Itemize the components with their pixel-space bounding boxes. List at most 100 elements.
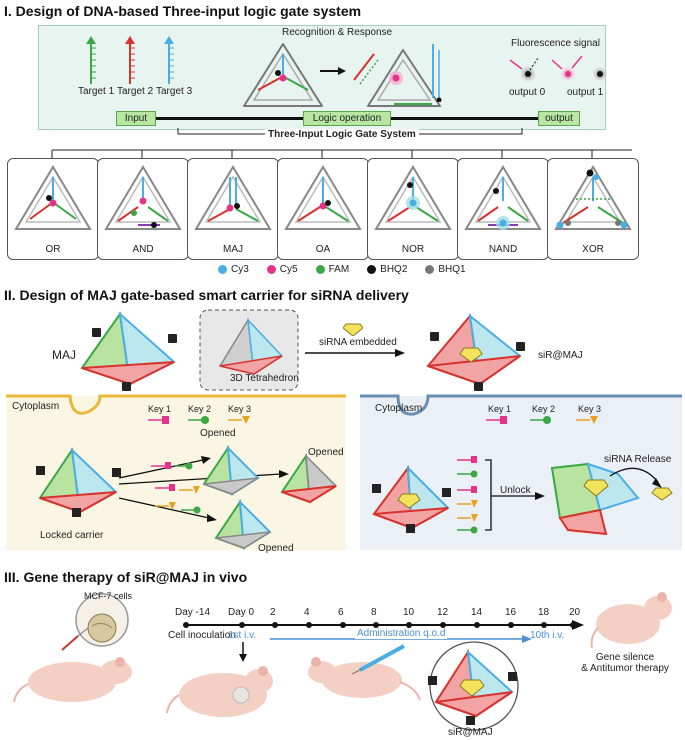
maj-label: MAJ — [52, 348, 76, 362]
day-minus14-label: Day -14 — [175, 607, 211, 618]
legend-cy5: Cy5 — [266, 264, 298, 275]
day-2: 2 — [270, 607, 276, 618]
fluorophore-legend: Cy3 Cy5 FAM BHQ2 BHQ1 — [218, 264, 466, 275]
sirmaj-bottom-label: siR@MAJ — [448, 727, 493, 738]
tetrahedron-zoom — [199, 309, 299, 391]
day-6: 6 — [338, 607, 344, 618]
released-carrier — [550, 462, 673, 536]
left-key1-label: Key 1 — [148, 404, 172, 414]
recognition-label: Recognition & Response — [282, 27, 393, 38]
right-key-icons — [486, 416, 598, 424]
embed-arrow — [305, 349, 405, 357]
day-20: 20 — [569, 607, 581, 618]
section1-title: I. Design of DNA-based Three-input logic… — [4, 3, 362, 19]
gate-oa: OA — [277, 158, 369, 260]
day-8: 8 — [371, 607, 377, 618]
opened-label-3: Opened — [258, 543, 294, 554]
output0-label: output 0 — [509, 87, 546, 98]
locked-carrier — [36, 447, 121, 517]
sirmaj-label: siR@MAJ — [538, 350, 583, 361]
gate-xor-label: XOR — [582, 244, 604, 255]
gate-nor: NOR — [367, 158, 459, 260]
legend-bhq2: BHQ2 — [367, 264, 407, 275]
opened-carrier-2 — [280, 453, 338, 504]
gate-and: AND — [97, 158, 189, 260]
tenth-iv-label: 10th i.v. — [530, 630, 565, 641]
target-1-label: Target 1 — [78, 86, 115, 97]
gate-nand: NAND — [457, 158, 549, 260]
target-strands — [86, 36, 174, 84]
legend-bhq1: BHQ1 — [425, 264, 466, 275]
section3-title: III. Gene therapy of siR@MAJ in vivo — [4, 569, 248, 585]
cytoplasm-right-label: Cytoplasm — [375, 403, 423, 414]
sirmaj-zoom — [428, 641, 519, 731]
legend-cy3: Cy3 — [218, 264, 249, 275]
gate-oa-label: OA — [315, 244, 331, 255]
response-triangle — [353, 49, 441, 107]
inoculation-label: Cell inoculation — [168, 630, 236, 641]
maj-tetrahedron — [80, 311, 177, 391]
system-label: Three-Input Logic Gate System — [265, 129, 419, 140]
fluorescence-signals — [509, 55, 609, 84]
day-4: 4 — [304, 607, 310, 618]
release-label: siRNA Release — [604, 454, 672, 465]
logic-operation-box: Logic operation — [303, 111, 391, 126]
gate-nand-label: NAND — [488, 244, 518, 255]
section2-title: II. Design of MAJ gate-based smart carri… — [4, 287, 409, 303]
injection-mouse — [308, 644, 421, 701]
day-14: 14 — [471, 607, 483, 618]
sirmaj-tetrahedron — [426, 313, 525, 391]
left-key-icons — [148, 416, 250, 424]
opened-carrier-1 — [202, 445, 260, 496]
fluorescence-label: Fluorescence signal — [511, 38, 600, 49]
embedded-label: siRNA embedded — [319, 337, 397, 348]
right-key2-label: Key 2 — [532, 404, 556, 414]
opened-carrier-3 — [214, 499, 272, 550]
tumor-mouse — [166, 666, 273, 717]
sirna-gem-icon — [343, 323, 363, 336]
opening-arrows — [118, 456, 289, 522]
gate-or-label: OR — [45, 244, 61, 255]
target-2-label: Target 2 — [117, 86, 154, 97]
outcome-label: Gene silence & Antitumor therapy — [581, 652, 669, 674]
released-strands — [432, 44, 442, 102]
output-box: output — [538, 111, 580, 126]
opened-label-1: Opened — [200, 428, 236, 439]
day-16: 16 — [505, 607, 517, 618]
arrow-icon — [320, 67, 346, 75]
right-key3-label: Key 3 — [578, 404, 602, 414]
gate-nor-label: NOR — [401, 244, 425, 255]
right-locked-carrier — [372, 465, 451, 533]
left-key2-label: Key 2 — [188, 404, 212, 414]
output1-label: output 1 — [567, 87, 604, 98]
opened-label-2: Opened — [308, 447, 344, 458]
cured-mouse — [590, 592, 672, 649]
unlock-keys-bracket — [457, 456, 545, 534]
cytoplasm-left-label: Cytoplasm — [12, 401, 60, 412]
legend-fam: FAM — [315, 264, 349, 275]
membrane-lines — [6, 394, 682, 416]
locked-carrier-label: Locked carrier — [40, 530, 104, 541]
timeline-axis — [183, 620, 584, 630]
unlock-label: Unlock — [500, 485, 531, 496]
administration-label: Administration q.o.d — [355, 628, 448, 639]
gate-and-label: AND — [132, 244, 154, 255]
left-key3-label: Key 3 — [228, 404, 252, 414]
administration-arrow — [270, 635, 532, 643]
gate-or: OR — [7, 158, 99, 260]
down-arrow-icon — [239, 642, 247, 662]
target-3-label: Target 3 — [156, 86, 193, 97]
gate-maj: MAJ — [187, 158, 279, 260]
day-10: 10 — [403, 607, 415, 618]
gate-maj-label: MAJ — [223, 244, 243, 255]
recognition-triangle — [243, 43, 323, 107]
day-12: 12 — [437, 607, 449, 618]
day-18: 18 — [538, 607, 550, 618]
day0-label: Day 0 — [228, 607, 255, 618]
input-box: Input — [116, 111, 156, 126]
tetra-label: 3D Tetrahedron — [230, 373, 299, 384]
gate-xor: XOR — [547, 158, 639, 260]
right-key1-label: Key 1 — [488, 404, 512, 414]
mcf7-label: MCF-7 cells — [84, 591, 133, 601]
mcf7-mouse — [13, 593, 132, 703]
